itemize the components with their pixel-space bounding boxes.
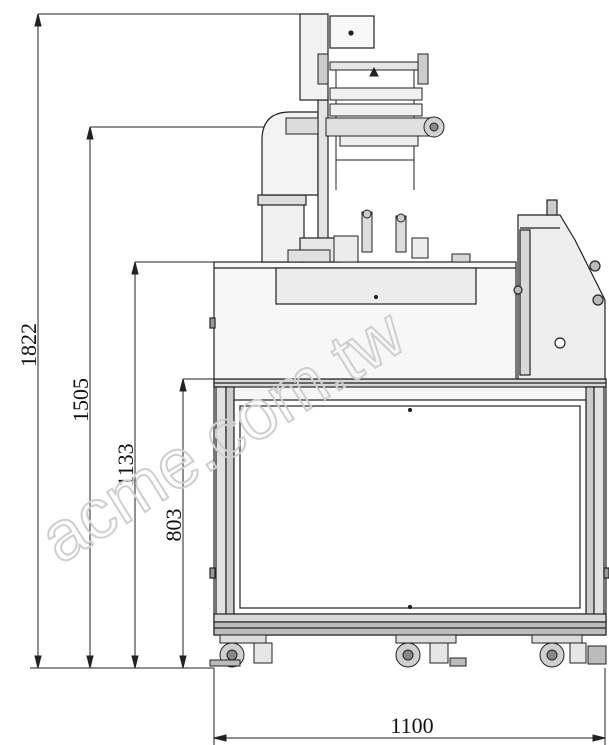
roller-head [285,53,445,190]
dim-frame-height: 803 [161,509,186,542]
nozzles [287,209,471,263]
control-box [513,199,606,380]
lower-frame [213,378,607,636]
dimension-lines [30,13,606,745]
dim-table-height: 1133 [113,443,138,486]
dim-arm-height: 1505 [68,378,93,422]
casters [209,634,607,668]
dim-width: 1100 [390,713,433,738]
upper-cabinet [209,261,609,579]
dim-total-height: 1822 [16,323,41,367]
